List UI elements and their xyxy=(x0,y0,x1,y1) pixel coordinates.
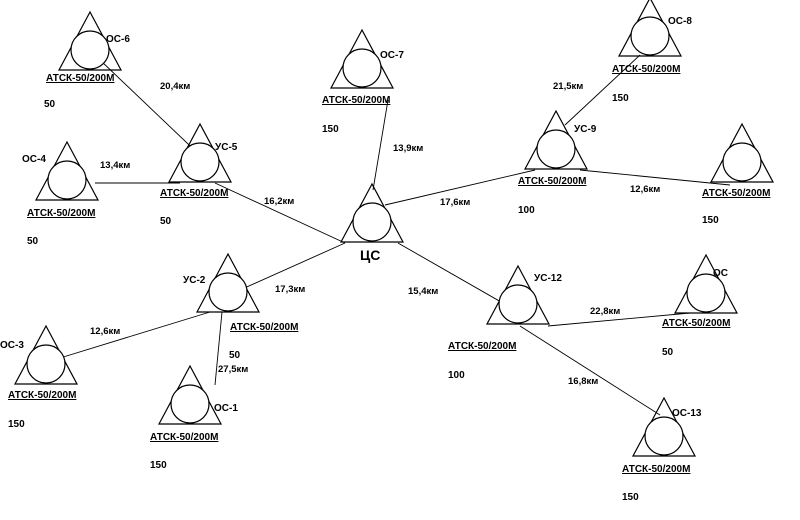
node-model: АТСК-50/200М xyxy=(518,176,586,187)
distance-label: 22,8км xyxy=(590,306,620,317)
distance-label: 13,4км xyxy=(100,160,130,171)
distance-labels: 20,4км 13,4км 16,2км 13,9км 21,5км 17,6к… xyxy=(90,81,660,387)
station-symbol xyxy=(14,325,78,385)
link-us12-cs xyxy=(397,242,516,311)
node-model: АТСК-50/200М xyxy=(230,322,298,333)
node-os3: ОС-3 АТСК-50/200М 150 xyxy=(0,325,78,430)
node-capacity: 100 xyxy=(448,370,465,381)
node-name: ОС-6 xyxy=(106,34,130,45)
node-capacity: 50 xyxy=(27,236,39,247)
node-capacity: 100 xyxy=(518,205,535,216)
node-capacity: 150 xyxy=(150,460,167,471)
node-right-edge: АТСК-50/200М 150 xyxy=(702,123,774,226)
distance-label: 16,8км xyxy=(568,376,598,387)
node-os1: ОС-1 АТСК-50/200М 150 xyxy=(150,365,238,471)
station-symbol xyxy=(340,183,404,243)
node-capacity: 150 xyxy=(622,492,639,503)
node-os4: ОС-4 АТСК-50/200М 50 xyxy=(22,141,99,247)
link-os1-us2 xyxy=(214,311,223,386)
node-capacity: 150 xyxy=(322,124,339,135)
node-us12: УС-12 АТСК-50/200М 100 xyxy=(448,265,562,381)
node-model: АТСК-50/200М xyxy=(322,95,390,106)
link-us12-os13 xyxy=(519,325,661,416)
station-symbol xyxy=(618,0,682,57)
station-symbol xyxy=(524,110,588,170)
link-us12-osr2 xyxy=(547,312,691,327)
node-capacity: 150 xyxy=(702,215,719,226)
distance-label: 17,6км xyxy=(440,197,470,208)
node-name: ОС-3 xyxy=(0,340,24,351)
node-capacity: 150 xyxy=(612,93,629,104)
link-us2-cs xyxy=(239,242,346,291)
node-model: АТСК-50/200М xyxy=(612,64,680,75)
node-model: АТСК-50/200М xyxy=(27,208,95,219)
distance-label: 20,4км xyxy=(160,81,190,92)
node-capacity: 150 xyxy=(8,419,25,430)
center-station-label: ЦС xyxy=(360,247,380,263)
link-os8-us9 xyxy=(564,54,641,126)
node-os6: ОС-6 АТСК-50/200М 50 xyxy=(44,11,130,110)
distance-label: 12,6км xyxy=(630,184,660,195)
node-us9: УС-9 АТСК-50/200М 100 xyxy=(518,110,597,216)
node-capacity: 50 xyxy=(662,347,674,358)
node-name: УС-5 xyxy=(215,142,238,153)
distance-label: 12,6км xyxy=(90,326,120,337)
link-us9-osr xyxy=(579,169,731,186)
distance-label: 15,4км xyxy=(408,286,438,297)
link-us5-cs xyxy=(214,182,346,244)
node-model: АТСК-50/200М xyxy=(662,318,730,329)
station-symbol xyxy=(168,123,232,183)
node-us5: УС-5 АТСК-50/200М 50 xyxy=(160,123,238,227)
node-name: ОС xyxy=(713,268,728,279)
link-us9-cs xyxy=(384,169,536,206)
node-model: АТСК-50/200М xyxy=(622,464,690,475)
node-os13: ОС-13 АТСК-50/200М 150 xyxy=(622,397,702,503)
node-name: УС-12 xyxy=(534,273,562,284)
node-model: АТСК-50/200М xyxy=(8,390,76,401)
node-cs: ЦС xyxy=(340,183,404,263)
node-right-os: ОС АТСК-50/200М 50 xyxy=(662,254,738,358)
distance-label: 13,9км xyxy=(393,143,423,154)
node-name: ОС-4 xyxy=(22,154,46,165)
node-capacity: 50 xyxy=(44,99,56,110)
connection-lines xyxy=(59,54,731,416)
distance-label: 17,3км xyxy=(275,284,305,295)
station-symbol xyxy=(632,397,696,457)
node-name: УС-9 xyxy=(574,124,597,135)
node-model: АТСК-50/200М xyxy=(702,188,770,199)
node-os7: ОС-7 АТСК-50/200М 150 xyxy=(322,29,404,135)
node-os8: ОС-8 АТСК-50/200М 150 xyxy=(612,0,692,104)
station-symbol xyxy=(674,254,738,314)
node-model: АТСК-50/200М xyxy=(160,188,228,199)
distance-label: 27,5км xyxy=(218,364,248,375)
node-model: АТСК-50/200М xyxy=(150,432,218,443)
node-name: ОС-1 xyxy=(214,403,238,414)
station-symbol xyxy=(196,253,260,313)
station-symbol xyxy=(35,141,99,201)
node-name: УС-2 xyxy=(183,275,206,286)
node-capacity: 50 xyxy=(229,350,241,361)
distance-label: 21,5км xyxy=(553,81,583,92)
node-capacity: 50 xyxy=(160,216,172,227)
node-model: АТСК-50/200М xyxy=(46,73,114,84)
link-os3-us2 xyxy=(59,311,211,359)
node-name: ОС-7 xyxy=(380,50,404,61)
distance-label: 16,2км xyxy=(264,196,294,207)
node-name: ОС-8 xyxy=(668,16,692,27)
link-os7-cs xyxy=(372,99,389,191)
node-name: ОС-13 xyxy=(672,408,702,419)
node-us2: УС-2 АТСК-50/200М 50 xyxy=(183,253,298,361)
station-symbol xyxy=(158,365,222,425)
station-symbol xyxy=(710,123,774,183)
node-model: АТСК-50/200М xyxy=(448,341,516,352)
